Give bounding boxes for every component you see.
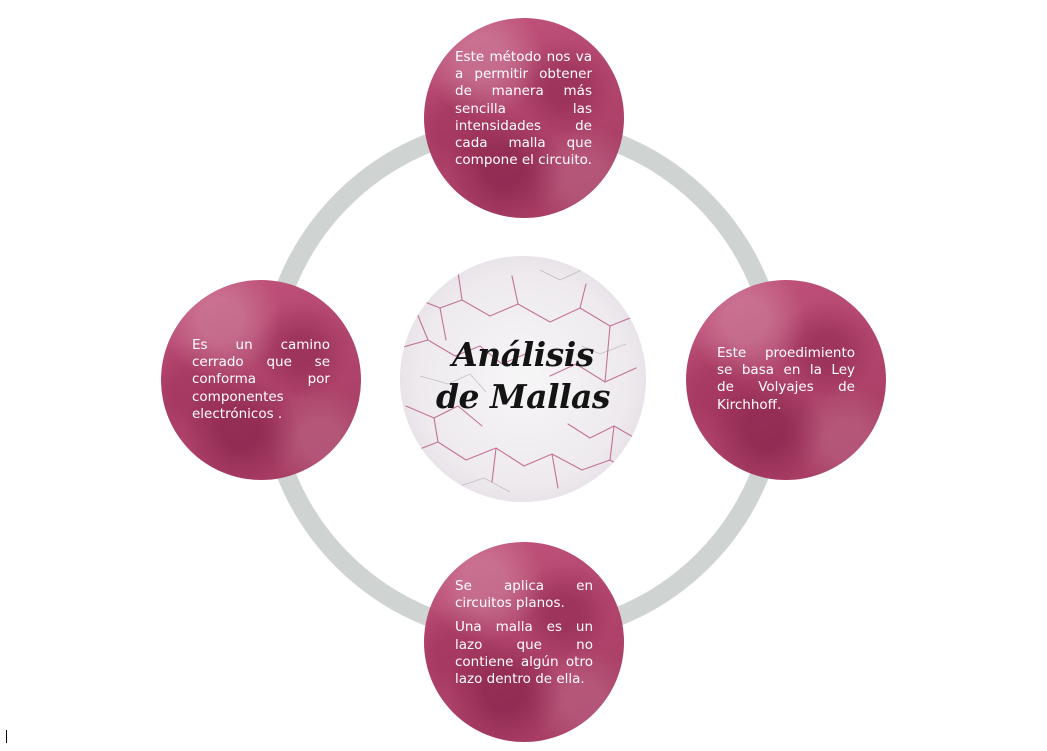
- text-cursor: [6, 730, 7, 743]
- node-bottom-text: Se aplica en circuitos planos. Una malla…: [455, 578, 593, 688]
- center-title: Análisis de Mallas: [400, 334, 646, 418]
- node-bottom-paragraph-2: Una malla es un lazo que no contiene alg…: [455, 619, 593, 688]
- marble-texture: [400, 256, 646, 502]
- node-right-paragraph: Este proedimiento se basa en la Ley de V…: [717, 345, 855, 413]
- node-left-text: Es un camino cerrado que se conforma por…: [192, 337, 330, 423]
- node-bottom-paragraph-1: Se aplica en circuitos planos.: [455, 578, 593, 612]
- node-bottom: Se aplica en circuitos planos. Una malla…: [424, 542, 624, 742]
- node-left: Es un camino cerrado que se conforma por…: [161, 280, 361, 480]
- center-title-line-1: Análisis: [452, 335, 594, 374]
- node-top-text: Este método nos va a permitir obtener de…: [455, 49, 592, 169]
- center-title-line-2: de Mallas: [435, 377, 611, 416]
- node-top: Este método nos va a permitir obtener de…: [424, 18, 624, 218]
- node-right-text: Este proedimiento se basa en la Ley de V…: [717, 345, 855, 414]
- node-top-paragraph: Este método nos va a permitir obtener de…: [455, 49, 592, 169]
- node-left-paragraph: Es un camino cerrado que se conforma por…: [192, 337, 330, 422]
- node-right: Este proedimiento se basa en la Ley de V…: [686, 280, 886, 480]
- center-node: Análisis de Mallas: [400, 256, 646, 502]
